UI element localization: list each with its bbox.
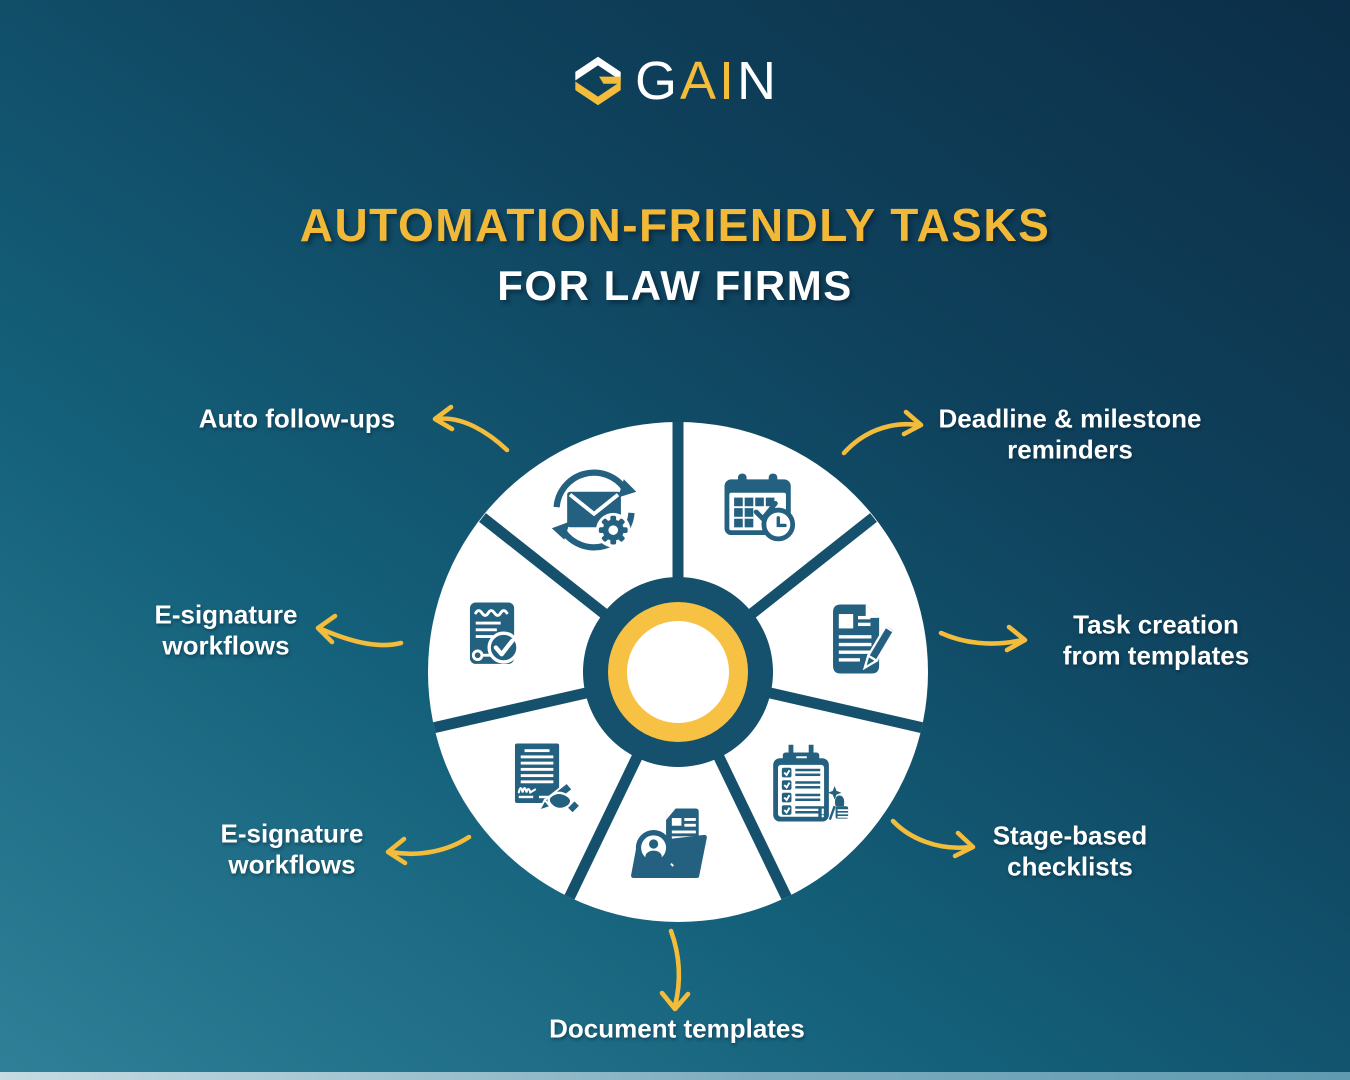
arrow-task-creation: [938, 624, 1028, 653]
label-e-signature-workflows-left: E-signature workflows: [154, 599, 298, 660]
bottom-edge-strip: [0, 1072, 1350, 1080]
title-line-2: FOR LAW FIRMS: [497, 262, 853, 309]
calendar-reminder-icon: [713, 464, 809, 560]
label-document-templates: Document templates: [549, 1013, 805, 1044]
verified-document-icon: [445, 589, 541, 685]
brand-logo: GAIN: [0, 52, 1350, 110]
document-pencil-icon: [810, 591, 906, 687]
label-task-creation-from-templates: Task creation from templates: [1062, 609, 1250, 670]
title-line-1: AUTOMATION-FRIENDLY TASKS: [299, 199, 1051, 251]
label-deadline-milestone-reminders: Deadline & milestone reminders: [938, 403, 1202, 464]
brand-letter-n: N: [737, 51, 780, 111]
brand-letters-ai: AI: [679, 51, 738, 111]
email-automation-icon: [547, 462, 643, 558]
label-e-signature-workflows-bottom: E-signature workflows: [220, 818, 364, 879]
brand-letter-g: G: [634, 51, 680, 111]
wheel-hub-center: [627, 621, 729, 723]
arrow-e-signature-left: [315, 613, 404, 648]
brand-wordmark: GAIN: [635, 54, 779, 108]
signing-document-icon: [490, 730, 586, 826]
page-title: AUTOMATION-FRIENDLY TASKS FOR LAW FIRMS: [0, 198, 1350, 310]
label-stage-based-checklists: Stage-based checklists: [992, 820, 1148, 881]
gain-hexagon-logo-icon: [575, 56, 621, 106]
checklist-clipboard-icon: [754, 739, 850, 835]
folder-search-icon: [620, 795, 716, 891]
label-auto-follow-ups: Auto follow-ups: [198, 403, 396, 434]
arrow-document-templates: [659, 928, 691, 1012]
